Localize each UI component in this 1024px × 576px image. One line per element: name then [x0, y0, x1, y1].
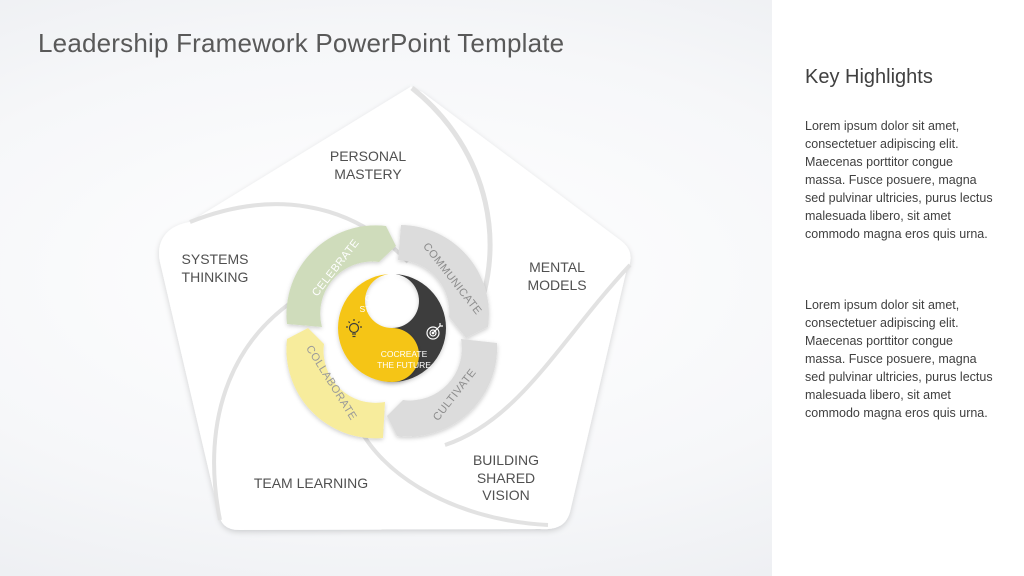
label-mental-models-2: MODELS — [527, 277, 586, 293]
label-mental-models-1: MENTAL — [529, 259, 585, 275]
outer-pentagon — [159, 85, 631, 531]
key-highlights-panel: Key Highlights Lorem ipsum dolor sit ame… — [772, 0, 1024, 576]
highlight-paragraph-2: Lorem ipsum dolor sit amet, consectetuer… — [805, 298, 993, 420]
label-systems-thinking-1: SYSTEMS — [182, 251, 249, 267]
center-top-line-2: STRANGERS — [360, 304, 413, 314]
target-icon — [426, 323, 443, 340]
label-building-shared-vision-2: SHARED — [477, 470, 535, 486]
center-yin-yang — [338, 274, 446, 382]
ring-arrow-collaborate — [286, 328, 385, 439]
center-bottom-line-2: THE FUTURE — [377, 360, 431, 370]
label-building-shared-vision-1: BUILDING — [473, 452, 539, 468]
center-bottom-line-1: COCREATE — [381, 349, 428, 359]
key-highlights-heading: Key Highlights — [805, 66, 933, 88]
ring-arrow-cultivate — [387, 339, 498, 437]
center-top-line-1: CONVENE — [365, 293, 407, 303]
outer-labels: PERSONAL MASTERY MENTAL MODELS BUILDING … — [182, 148, 587, 503]
leadership-framework-diagram: CELEBRATE COMMUNICATE CULTIVATE COLLABOR… — [159, 85, 632, 531]
label-personal-mastery-1: PERSONAL — [330, 148, 406, 164]
ring-arrow-celebrate — [286, 225, 396, 327]
highlight-paragraph-1: Lorem ipsum dolor sit amet, consectetuer… — [805, 119, 993, 241]
center-top-shape — [338, 274, 419, 382]
label-systems-thinking-2: THINKING — [182, 269, 249, 285]
label-team-learning: TEAM LEARNING — [254, 475, 368, 491]
center-texts: CONVENE STRANGERS COCREATE THE FUTURE — [360, 293, 432, 370]
ring-arrows — [286, 225, 498, 439]
label-building-shared-vision-3: VISION — [482, 487, 529, 503]
slide-content: Leadership Framework PowerPoint Template — [38, 28, 632, 531]
lightbulb-icon — [346, 319, 362, 338]
ring-arrow-communicate — [398, 225, 489, 338]
slide-title: Leadership Framework PowerPoint Template — [38, 28, 565, 58]
label-personal-mastery-2: MASTERY — [334, 166, 402, 182]
